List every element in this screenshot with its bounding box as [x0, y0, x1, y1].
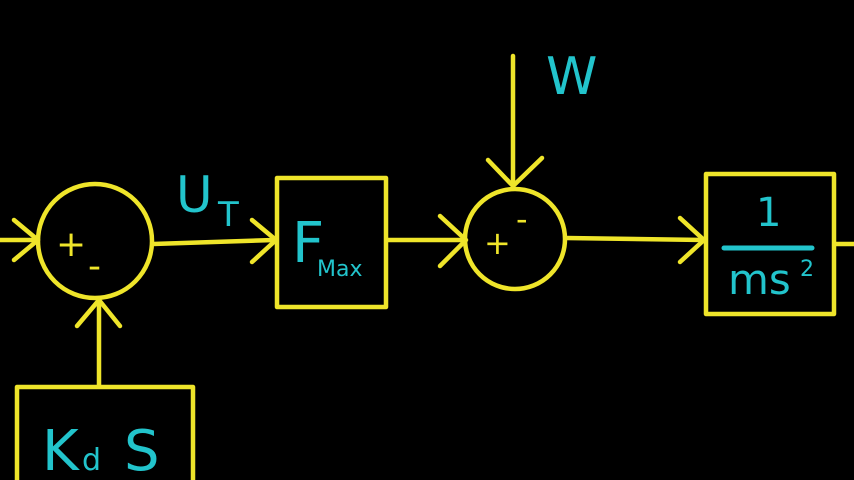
sum1-minus-sign: - [88, 246, 101, 287]
arrow-fmax-to-sum2 [385, 213, 469, 269]
arrow-sum2-to-plant [563, 215, 707, 265]
sum1-plus-sign: + [56, 224, 86, 265]
plant-block: 1 ms 2 [703, 171, 837, 317]
plant-exponent: 2 [800, 257, 814, 282]
ut-label-main: U [176, 166, 213, 224]
sum2-minus-sign: - [516, 200, 528, 238]
feedback-arrow [74, 297, 123, 389]
sum2-plus-sign: + [484, 224, 511, 262]
plant-denominator: ms [728, 255, 791, 304]
summing-junction-2: + - [462, 186, 568, 292]
w-label: W [546, 47, 597, 107]
kd-label-main: K [42, 419, 80, 480]
kd-block: K d S [14, 384, 196, 480]
fmax-label-subscript: Max [317, 257, 362, 282]
arrow-sum1-to-fmax [150, 217, 279, 265]
ut-label: U T [176, 166, 239, 235]
ut-label-subscript: T [217, 195, 239, 235]
kd-label-s: S [124, 419, 160, 480]
fmax-label-main: F [292, 211, 324, 276]
input-arrow [0, 217, 41, 263]
plant-numerator: 1 [756, 190, 781, 236]
kd-label-subscript: d [82, 443, 101, 478]
summing-junction-1: + - [35, 181, 155, 301]
disturbance-arrow [485, 53, 545, 189]
fmax-block: F Max [274, 175, 389, 310]
